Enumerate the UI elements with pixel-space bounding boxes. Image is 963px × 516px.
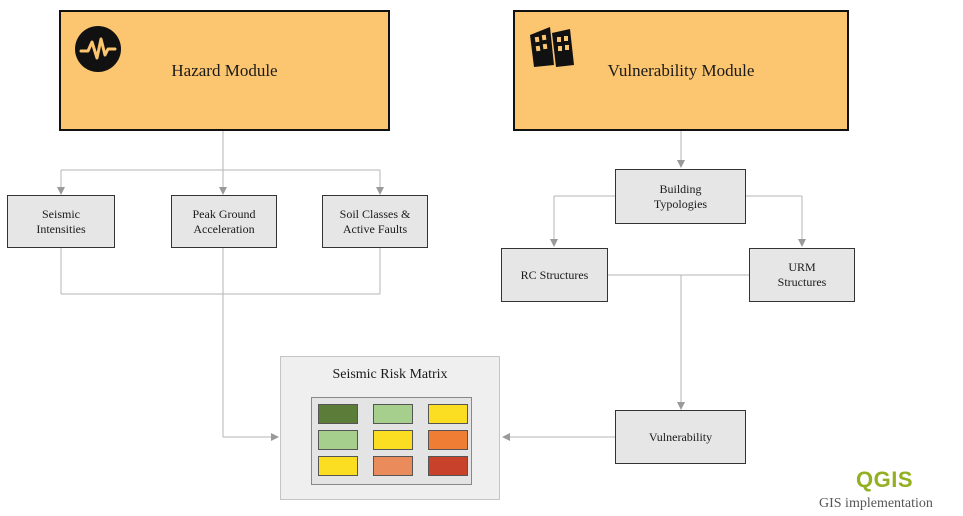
damaged-buildings-icon [528,25,576,74]
gis-implementation-caption: GIS implementation [819,496,933,511]
vulnerability-module: Vulnerability Module [513,10,849,131]
risk-cell-r2c2 [373,430,413,450]
hazard-module-title: Hazard Module [171,60,278,80]
risk-cell-r3c2 [373,456,413,476]
risk-cell-r2c1 [318,430,358,450]
seismograph-icon [74,25,122,78]
risk-cell-r1c1 [318,404,358,424]
risk-matrix-title: Seismic Risk Matrix [332,367,448,382]
risk-cell-r1c3 [428,404,468,424]
risk-cell-r3c3 [428,456,468,476]
peak-ground-acceleration-box: Peak Ground Acceleration [171,195,277,248]
seismic-intensities-box: Seismic Intensities [7,195,115,248]
hazard-module: Hazard Module [59,10,390,131]
risk-cell-r3c1 [318,456,358,476]
risk-cell-r1c2 [373,404,413,424]
vulnerability-box: Vulnerability [615,410,746,464]
soil-classes-box: Soil Classes & Active Faults [322,195,428,248]
vulnerability-module-title: Vulnerability Module [607,60,755,80]
urm-structures-box: URM Structures [749,248,855,302]
rc-structures-box: RC Structures [501,248,608,302]
seismic-risk-matrix: Seismic Risk Matrix [280,356,500,500]
building-typologies-box: Building Typologies [615,169,746,224]
risk-cell-r2c3 [428,430,468,450]
risk-matrix-grid [311,397,472,485]
qgis-logo: QGIS [856,467,914,492]
